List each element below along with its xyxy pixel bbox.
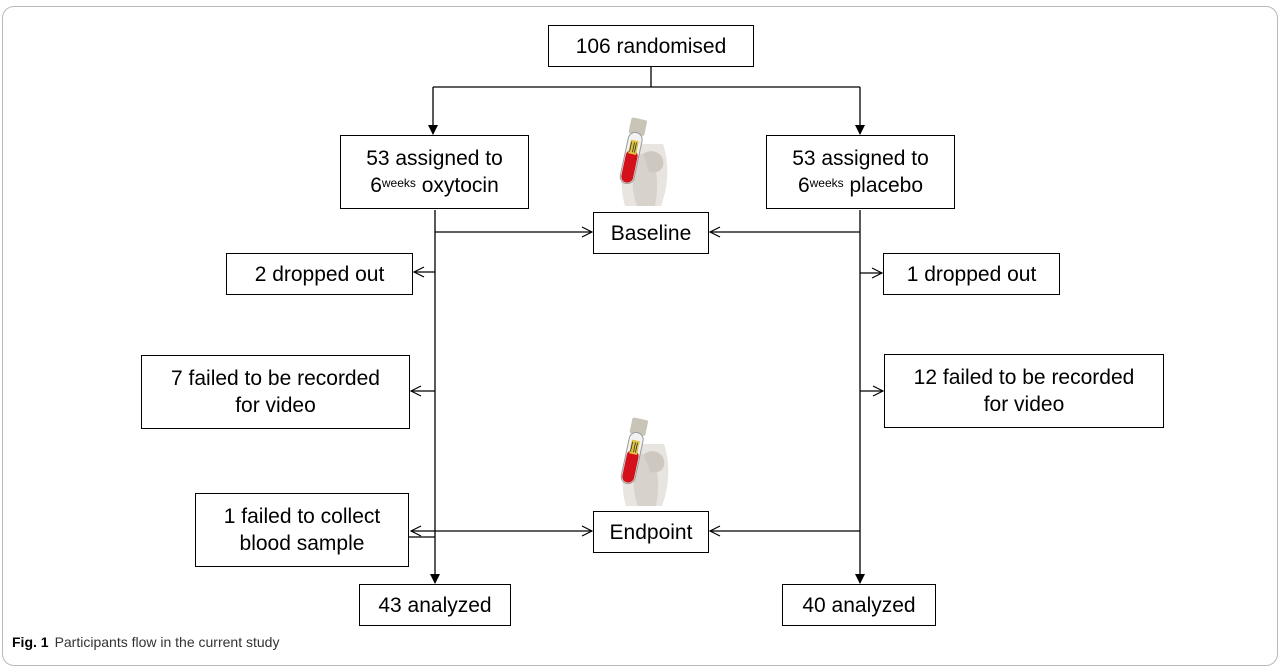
right-dropped-label: 1 dropped out — [906, 262, 1037, 286]
right-video-line2: for video — [983, 393, 1065, 416]
placebo-group-box: 53 assigned to 6weeks placebo — [766, 135, 955, 209]
endpoint-box: Endpoint — [593, 511, 709, 553]
left-analyzed-label: 43 analyzed — [378, 593, 492, 617]
right-analyzed-label: 40 analyzed — [802, 593, 916, 617]
endpoint-label: Endpoint — [609, 520, 693, 544]
oxytocin-rest: oxytocin — [415, 174, 499, 197]
oxytocin-group-box: 53 assigned to 6weeks oxytocin — [340, 135, 529, 209]
left-dropped-label: 2 dropped out — [254, 262, 385, 286]
placebo-line1: 53 assigned to — [792, 147, 929, 170]
oxytocin-line1: 53 assigned to — [366, 147, 503, 170]
left-blood-line2: blood sample — [239, 532, 365, 555]
right-video-box: 12 failed to be recorded for video — [884, 354, 1164, 428]
left-blood-line1: 1 failed to collect — [223, 505, 381, 528]
left-video-line2: for video — [235, 394, 316, 417]
left-video-box: 7 failed to be recorded for video — [141, 355, 410, 429]
placebo-weeks-superscript: weeks — [809, 176, 844, 190]
left-video-line1: 7 failed to be recorded — [171, 367, 380, 390]
placebo-digit: 6 — [797, 174, 810, 197]
placebo-rest: placebo — [843, 174, 924, 197]
left-blood-box: 1 failed to collect blood sample — [195, 493, 409, 567]
baseline-label: Baseline — [610, 221, 692, 245]
randomised-label: 106 randomised — [575, 34, 727, 58]
left-analyzed-box: 43 analyzed — [359, 584, 511, 626]
left-dropped-box: 2 dropped out — [226, 253, 413, 295]
figure-label: Fig. 1 — [12, 634, 49, 650]
right-analyzed-box: 40 analyzed — [782, 584, 936, 626]
oxytocin-digit: 6 — [370, 174, 382, 197]
blood-tube-icon — [604, 414, 674, 508]
oxytocin-weeks-superscript: weeks — [381, 176, 416, 190]
baseline-box: Baseline — [593, 212, 709, 254]
blood-tube-icon — [603, 114, 673, 208]
right-dropped-box: 1 dropped out — [883, 253, 1060, 295]
randomised-box: 106 randomised — [548, 25, 754, 67]
figure-caption: Fig. 1 Participants flow in the current s… — [12, 634, 279, 650]
figure-caption-text: Participants flow in the current study — [54, 634, 280, 650]
right-video-line1: 12 failed to be recorded — [913, 366, 1135, 389]
